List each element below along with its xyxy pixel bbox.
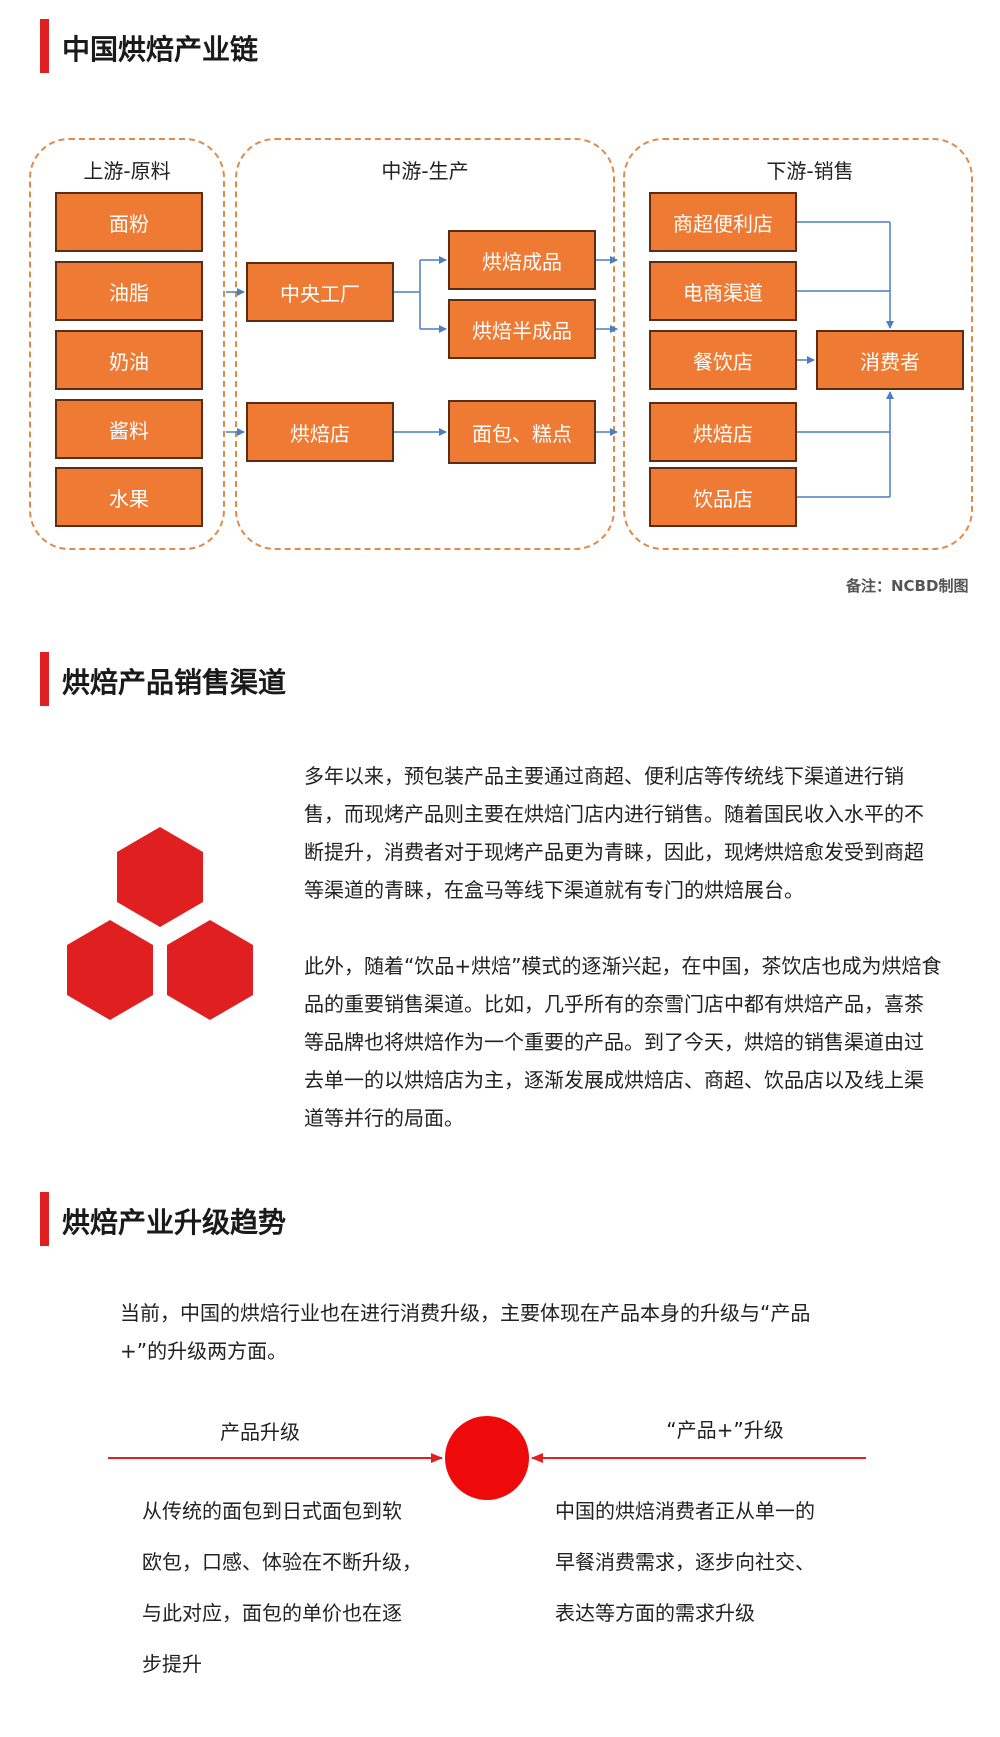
mid-bread-pastry: 面包、糕点 — [448, 400, 596, 464]
trend-diagram — [108, 1416, 866, 1500]
upstream-item-fruit: 水果 — [55, 467, 203, 527]
section-marker — [40, 1192, 49, 1246]
section-marker — [40, 652, 49, 706]
trend-right-line: 中国的烘焙消费者正从单一的 — [555, 1499, 815, 1523]
down-bakery: 烘焙店 — [649, 402, 797, 462]
mid-central-factory: 中央工厂 — [246, 262, 394, 322]
trend-right-line: 早餐消费需求，逐步向社交、 — [555, 1550, 815, 1574]
trend-left-line: 步提升 — [142, 1652, 202, 1676]
trend-right-text: 中国的烘焙消费者正从单一的 早餐消费需求，逐步向社交、 表达等方面的需求升级 — [555, 1486, 815, 1639]
down-supermarket: 商超便利店 — [649, 192, 797, 252]
midstream-label: 中游-生产 — [381, 159, 469, 183]
chart-note: 备注：NCBD制图 — [846, 577, 969, 595]
trend-intro: 当前，中国的烘焙行业也在进行消费升级，主要体现在产品本身的升级与“产品+”的升级… — [120, 1301, 811, 1363]
upstream-item-oil: 油脂 — [55, 261, 203, 321]
hexagon-cluster-icon — [67, 827, 253, 1020]
channels-text: 多年以来，预包装产品主要通过商超、便利店等传统线下渠道进行销售，而现烤产品则主要… — [304, 757, 942, 1137]
section-title-chain: 中国烘焙产业链 — [62, 33, 259, 66]
midstream-group — [235, 138, 615, 550]
down-ecommerce: 电商渠道 — [649, 261, 797, 321]
trend-right-line: 表达等方面的需求升级 — [555, 1601, 755, 1625]
section-title-channels: 烘焙产品销售渠道 — [62, 666, 287, 699]
section-marker — [40, 19, 49, 73]
trend-left-line: 欧包，口感、体验在不断升级， — [142, 1550, 422, 1574]
down-drink-shop: 饮品店 — [649, 467, 797, 527]
trend-left-label: 产品升级 — [220, 1420, 300, 1444]
center-circle — [445, 1416, 529, 1500]
channels-paragraph-2: 此外，随着“饮品+烘焙”模式的逐渐兴起，在中国，茶饮店也成为烘焙食品的重要销售渠… — [304, 954, 942, 1130]
trend-left-line: 从传统的面包到日式面包到软 — [142, 1499, 402, 1523]
chain-arrows — [226, 221, 894, 498]
trend-right-label: “产品+”升级 — [666, 1418, 784, 1442]
upstream-item-flour: 面粉 — [55, 192, 203, 252]
downstream-group — [623, 138, 973, 550]
upstream-group — [29, 138, 225, 550]
section-title-trend: 烘焙产业升级趋势 — [62, 1206, 287, 1239]
mid-semi-finished: 烘焙半成品 — [448, 299, 596, 359]
upstream-label: 上游-原料 — [83, 159, 171, 183]
downstream-label: 下游-销售 — [766, 159, 854, 183]
down-restaurant: 餐饮店 — [649, 330, 797, 390]
trend-left-line: 与此对应，面包的单价也在逐 — [142, 1601, 402, 1625]
upstream-item-sauce: 酱料 — [55, 399, 203, 459]
mid-finished-goods: 烘焙成品 — [448, 230, 596, 290]
mid-bakery: 烘焙店 — [246, 402, 394, 462]
upstream-item-cream: 奶油 — [55, 330, 203, 390]
channels-paragraph-1: 多年以来，预包装产品主要通过商超、便利店等传统线下渠道进行销售，而现烤产品则主要… — [304, 764, 924, 902]
consumer: 消费者 — [816, 330, 964, 390]
trend-left-text: 从传统的面包到日式面包到软 欧包，口感、体验在不断升级， 与此对应，面包的单价也… — [142, 1486, 422, 1690]
